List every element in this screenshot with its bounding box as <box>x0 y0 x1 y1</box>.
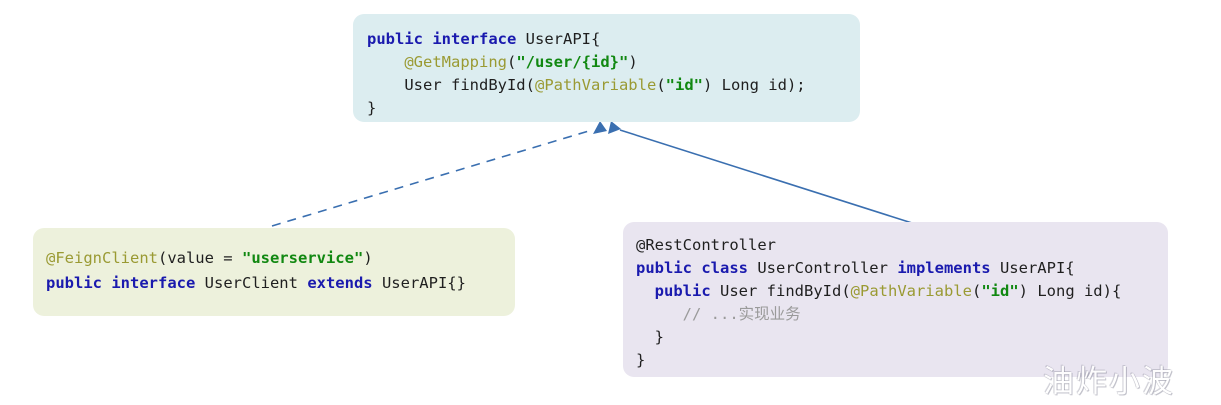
code-token-plain: ) Long id); <box>702 76 806 94</box>
code-token-comment: // ...实现业务 <box>636 305 801 323</box>
code-token-ann: @PathVariable <box>850 282 972 300</box>
code-token-plain: ( <box>506 53 517 71</box>
code-line: @RestController <box>636 234 1168 257</box>
code-token-plain: UserAPI{ <box>999 259 1075 277</box>
code-line: public class UserController implements U… <box>636 257 1168 280</box>
code-token-plain: (value = <box>157 249 242 267</box>
code-line: public User findById(@PathVariable("id")… <box>636 280 1168 303</box>
code-line: public interface UserAPI{ <box>367 28 860 51</box>
code-line: @FeignClient(value = "userservice") <box>46 246 515 271</box>
code-token-ann: @PathVariable <box>534 76 657 94</box>
code-line: User findById(@PathVariable("id") Long i… <box>367 74 860 97</box>
code-token-str: "id" <box>665 76 703 94</box>
code-token-plain: ) <box>628 53 638 71</box>
code-token-plain: ( <box>656 76 666 94</box>
code-token-ann: @FeignClient <box>46 249 158 267</box>
code-token-kw: interface <box>432 30 526 48</box>
code-token-kw: public <box>367 30 433 48</box>
code-box-usercontroller: @RestController public class UserControll… <box>623 222 1168 377</box>
code-token-plain: } <box>636 351 646 369</box>
code-token-plain: UserAPI{} <box>381 274 466 292</box>
code-line: } <box>636 326 1168 349</box>
code-line: // ...实现业务 <box>636 303 1168 326</box>
code-token-kw: extends <box>307 274 382 292</box>
connector-usercontroller-to-userapi <box>619 129 913 224</box>
watermark: 油炸小波 <box>1043 364 1175 400</box>
arrowhead-userclient-to-userapi <box>593 121 607 134</box>
code-line: } <box>636 349 1168 372</box>
code-token-plain: ( <box>971 282 982 300</box>
code-token-plain: User findById( <box>720 282 851 300</box>
code-token-plain: UserAPI{ <box>525 30 601 48</box>
arrowhead-usercontroller-to-userapi <box>608 121 621 134</box>
code-token-plain: @RestController <box>636 236 776 254</box>
code-token-plain <box>367 53 404 71</box>
code-token-kw: interface <box>111 274 205 292</box>
code-token-str: "/user/{id}" <box>516 53 629 71</box>
code-line: } <box>367 97 860 120</box>
code-token-kw: public <box>46 274 112 292</box>
code-token-plain: ) Long id){ <box>1018 282 1122 300</box>
code-line: @GetMapping("/user/{id}") <box>367 51 860 74</box>
code-token-plain <box>636 282 655 300</box>
code-token-kw: public <box>636 259 702 277</box>
code-token-plain: UserController <box>757 259 898 277</box>
code-token-str: "userservice" <box>241 249 364 267</box>
code-token-kw: public <box>654 282 720 300</box>
code-token-plain: } <box>367 99 377 117</box>
code-line: public interface UserClient extends User… <box>46 271 515 296</box>
code-token-plain: User findById( <box>367 76 535 94</box>
connector-userclient-to-userapi <box>271 129 593 227</box>
code-token-str: "id" <box>981 282 1019 300</box>
code-box-userclient: @FeignClient(value = "userservice")publi… <box>33 228 515 316</box>
code-token-ann: @GetMapping <box>404 53 507 71</box>
code-token-kw: class <box>701 259 758 277</box>
code-token-kw: implements <box>897 259 1000 277</box>
code-box-userapi: public interface UserAPI{ @GetMapping("/… <box>353 14 860 122</box>
code-token-plain: ) <box>363 249 373 267</box>
code-token-plain: } <box>636 328 664 346</box>
code-token-plain: UserClient <box>204 274 308 292</box>
